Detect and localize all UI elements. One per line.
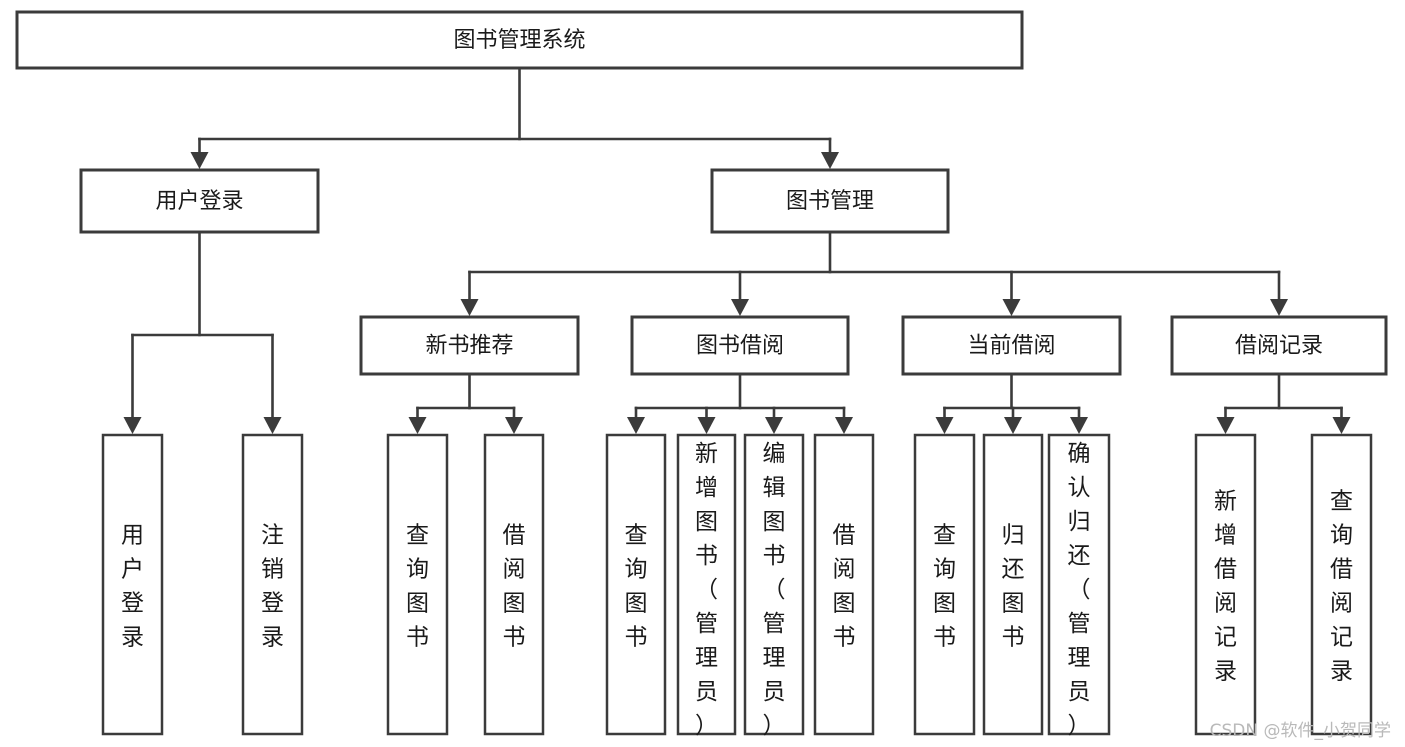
- leaf-add-record-label: 新增借阅记录: [1214, 489, 1237, 685]
- level3-node-current-borrow[interactable]: 当前借阅: [901, 315, 1122, 376]
- arrow-head-icon: [460, 299, 479, 316]
- root-node-book-management-system-box[interactable]: [15, 10, 1024, 70]
- leaf-add-book-box[interactable]: [676, 433, 737, 736]
- level3-node-new-book-rec-label: 新书推荐: [425, 334, 513, 359]
- leaf-borrow-book-2[interactable]: 借阅图书: [813, 433, 875, 736]
- arrow-head-icon: [505, 417, 523, 434]
- leaf-edit-book-label: 编辑图书（管理员）: [763, 441, 786, 739]
- arrow-head-icon: [627, 417, 645, 434]
- arrow-head-icon: [263, 417, 282, 434]
- arrow-head-icon: [731, 299, 749, 316]
- leaf-query-book-2[interactable]: 查询图书: [605, 433, 667, 736]
- leaf-logout-box[interactable]: [241, 433, 304, 736]
- level3-node-book-borrow[interactable]: 图书借阅: [630, 315, 850, 376]
- leaf-add-record-box[interactable]: [1194, 433, 1257, 736]
- leaf-edit-book[interactable]: 编辑图书（管理员）: [743, 433, 805, 739]
- leaf-borrow-book-2-label: 借阅图书: [833, 523, 856, 651]
- leaf-return-book[interactable]: 归还图书: [982, 433, 1044, 736]
- leaf-query-book-1-box[interactable]: [386, 433, 449, 736]
- level2-node-user-login-box[interactable]: [79, 168, 320, 234]
- arrow-head-icon: [190, 152, 209, 169]
- leaf-confirm-return-label: 确认归还（管理员）: [1068, 441, 1091, 739]
- level3-node-borrow-record-box[interactable]: [1170, 315, 1388, 376]
- leaf-user-login-label: 用户登录: [121, 523, 144, 651]
- leaf-add-book[interactable]: 新增图书（管理员）: [676, 433, 737, 739]
- arrow-head-icon: [697, 417, 716, 434]
- leaf-query-record-box[interactable]: [1310, 433, 1373, 736]
- level2-node-user-login[interactable]: 用户登录: [79, 168, 320, 234]
- leaf-return-book-label: 归还图书: [1002, 523, 1025, 651]
- leaf-user-login-box[interactable]: [101, 433, 164, 736]
- leaf-logout[interactable]: 注销登录: [241, 433, 304, 736]
- leaf-query-record[interactable]: 查询借阅记录: [1310, 433, 1373, 736]
- root-node-book-management-system-label: 图书管理系统: [453, 28, 585, 53]
- leaf-return-book-box[interactable]: [982, 433, 1044, 736]
- arrow-head-icon: [821, 152, 839, 169]
- arrow-head-icon: [935, 417, 954, 434]
- level3-node-book-borrow-label: 图书借阅: [696, 334, 784, 359]
- leaf-edit-book-box[interactable]: [743, 433, 805, 736]
- level3-node-new-book-rec[interactable]: 新书推荐: [359, 315, 580, 376]
- arrow-head-icon: [1270, 299, 1288, 316]
- arrow-head-icon: [1004, 417, 1022, 434]
- leaf-logout-label: 注销登录: [261, 523, 284, 651]
- leaf-user-login[interactable]: 用户登录: [101, 433, 164, 736]
- arrow-head-icon: [1332, 417, 1351, 434]
- level3-node-borrow-record-label: 借阅记录: [1235, 334, 1323, 359]
- level2-node-book-manage-box[interactable]: [710, 168, 950, 234]
- leaf-query-book-1-label: 查询图书: [406, 523, 429, 651]
- level2-node-user-login-label: 用户登录: [155, 189, 243, 214]
- leaf-borrow-book-1[interactable]: 借阅图书: [483, 433, 545, 736]
- leaf-add-book-label: 新增图书（管理员）: [695, 441, 718, 739]
- leaf-query-book-3-label: 查询图书: [933, 523, 956, 651]
- leaf-borrow-book-2-box[interactable]: [813, 433, 875, 736]
- leaf-confirm-return[interactable]: 确认归还（管理员）: [1047, 433, 1111, 739]
- leaf-query-book-2-box[interactable]: [605, 433, 667, 736]
- leaf-query-book-1[interactable]: 查询图书: [386, 433, 449, 736]
- level2-node-book-manage[interactable]: 图书管理: [710, 168, 950, 234]
- leaf-borrow-book-1-label: 借阅图书: [503, 523, 526, 651]
- arrow-head-icon: [123, 417, 142, 434]
- leaf-query-record-label: 查询借阅记录: [1330, 489, 1353, 685]
- leaf-query-book-2-label: 查询图书: [625, 523, 648, 651]
- leaf-query-book-3[interactable]: 查询图书: [913, 433, 976, 736]
- root-node-book-management-system[interactable]: 图书管理系统: [15, 10, 1024, 70]
- arrow-head-icon: [1070, 417, 1088, 434]
- arrow-head-icon: [408, 417, 427, 434]
- leaf-confirm-return-box[interactable]: [1047, 433, 1111, 736]
- level3-node-current-borrow-box[interactable]: [901, 315, 1122, 376]
- leaf-query-book-3-box[interactable]: [913, 433, 976, 736]
- level3-node-current-borrow-label: 当前借阅: [967, 334, 1055, 359]
- nodes-layer: 图书管理系统用户登录图书管理新书推荐图书借阅当前借阅借阅记录用户登录注销登录查询…: [15, 10, 1388, 739]
- leaf-borrow-book-1-box[interactable]: [483, 433, 545, 736]
- level3-node-book-borrow-box[interactable]: [630, 315, 850, 376]
- level3-node-borrow-record[interactable]: 借阅记录: [1170, 315, 1388, 376]
- edges-layer: [123, 66, 1351, 434]
- level2-node-book-manage-label: 图书管理: [786, 189, 874, 214]
- level3-node-new-book-rec-box[interactable]: [359, 315, 580, 376]
- arrow-head-icon: [765, 417, 783, 434]
- watermark-text: CSDN @软件_小贺同学: [1209, 721, 1391, 741]
- leaf-add-record[interactable]: 新增借阅记录: [1194, 433, 1257, 736]
- arrow-head-icon: [1002, 299, 1021, 316]
- arrow-head-icon: [835, 417, 853, 434]
- arrow-head-icon: [1216, 417, 1235, 434]
